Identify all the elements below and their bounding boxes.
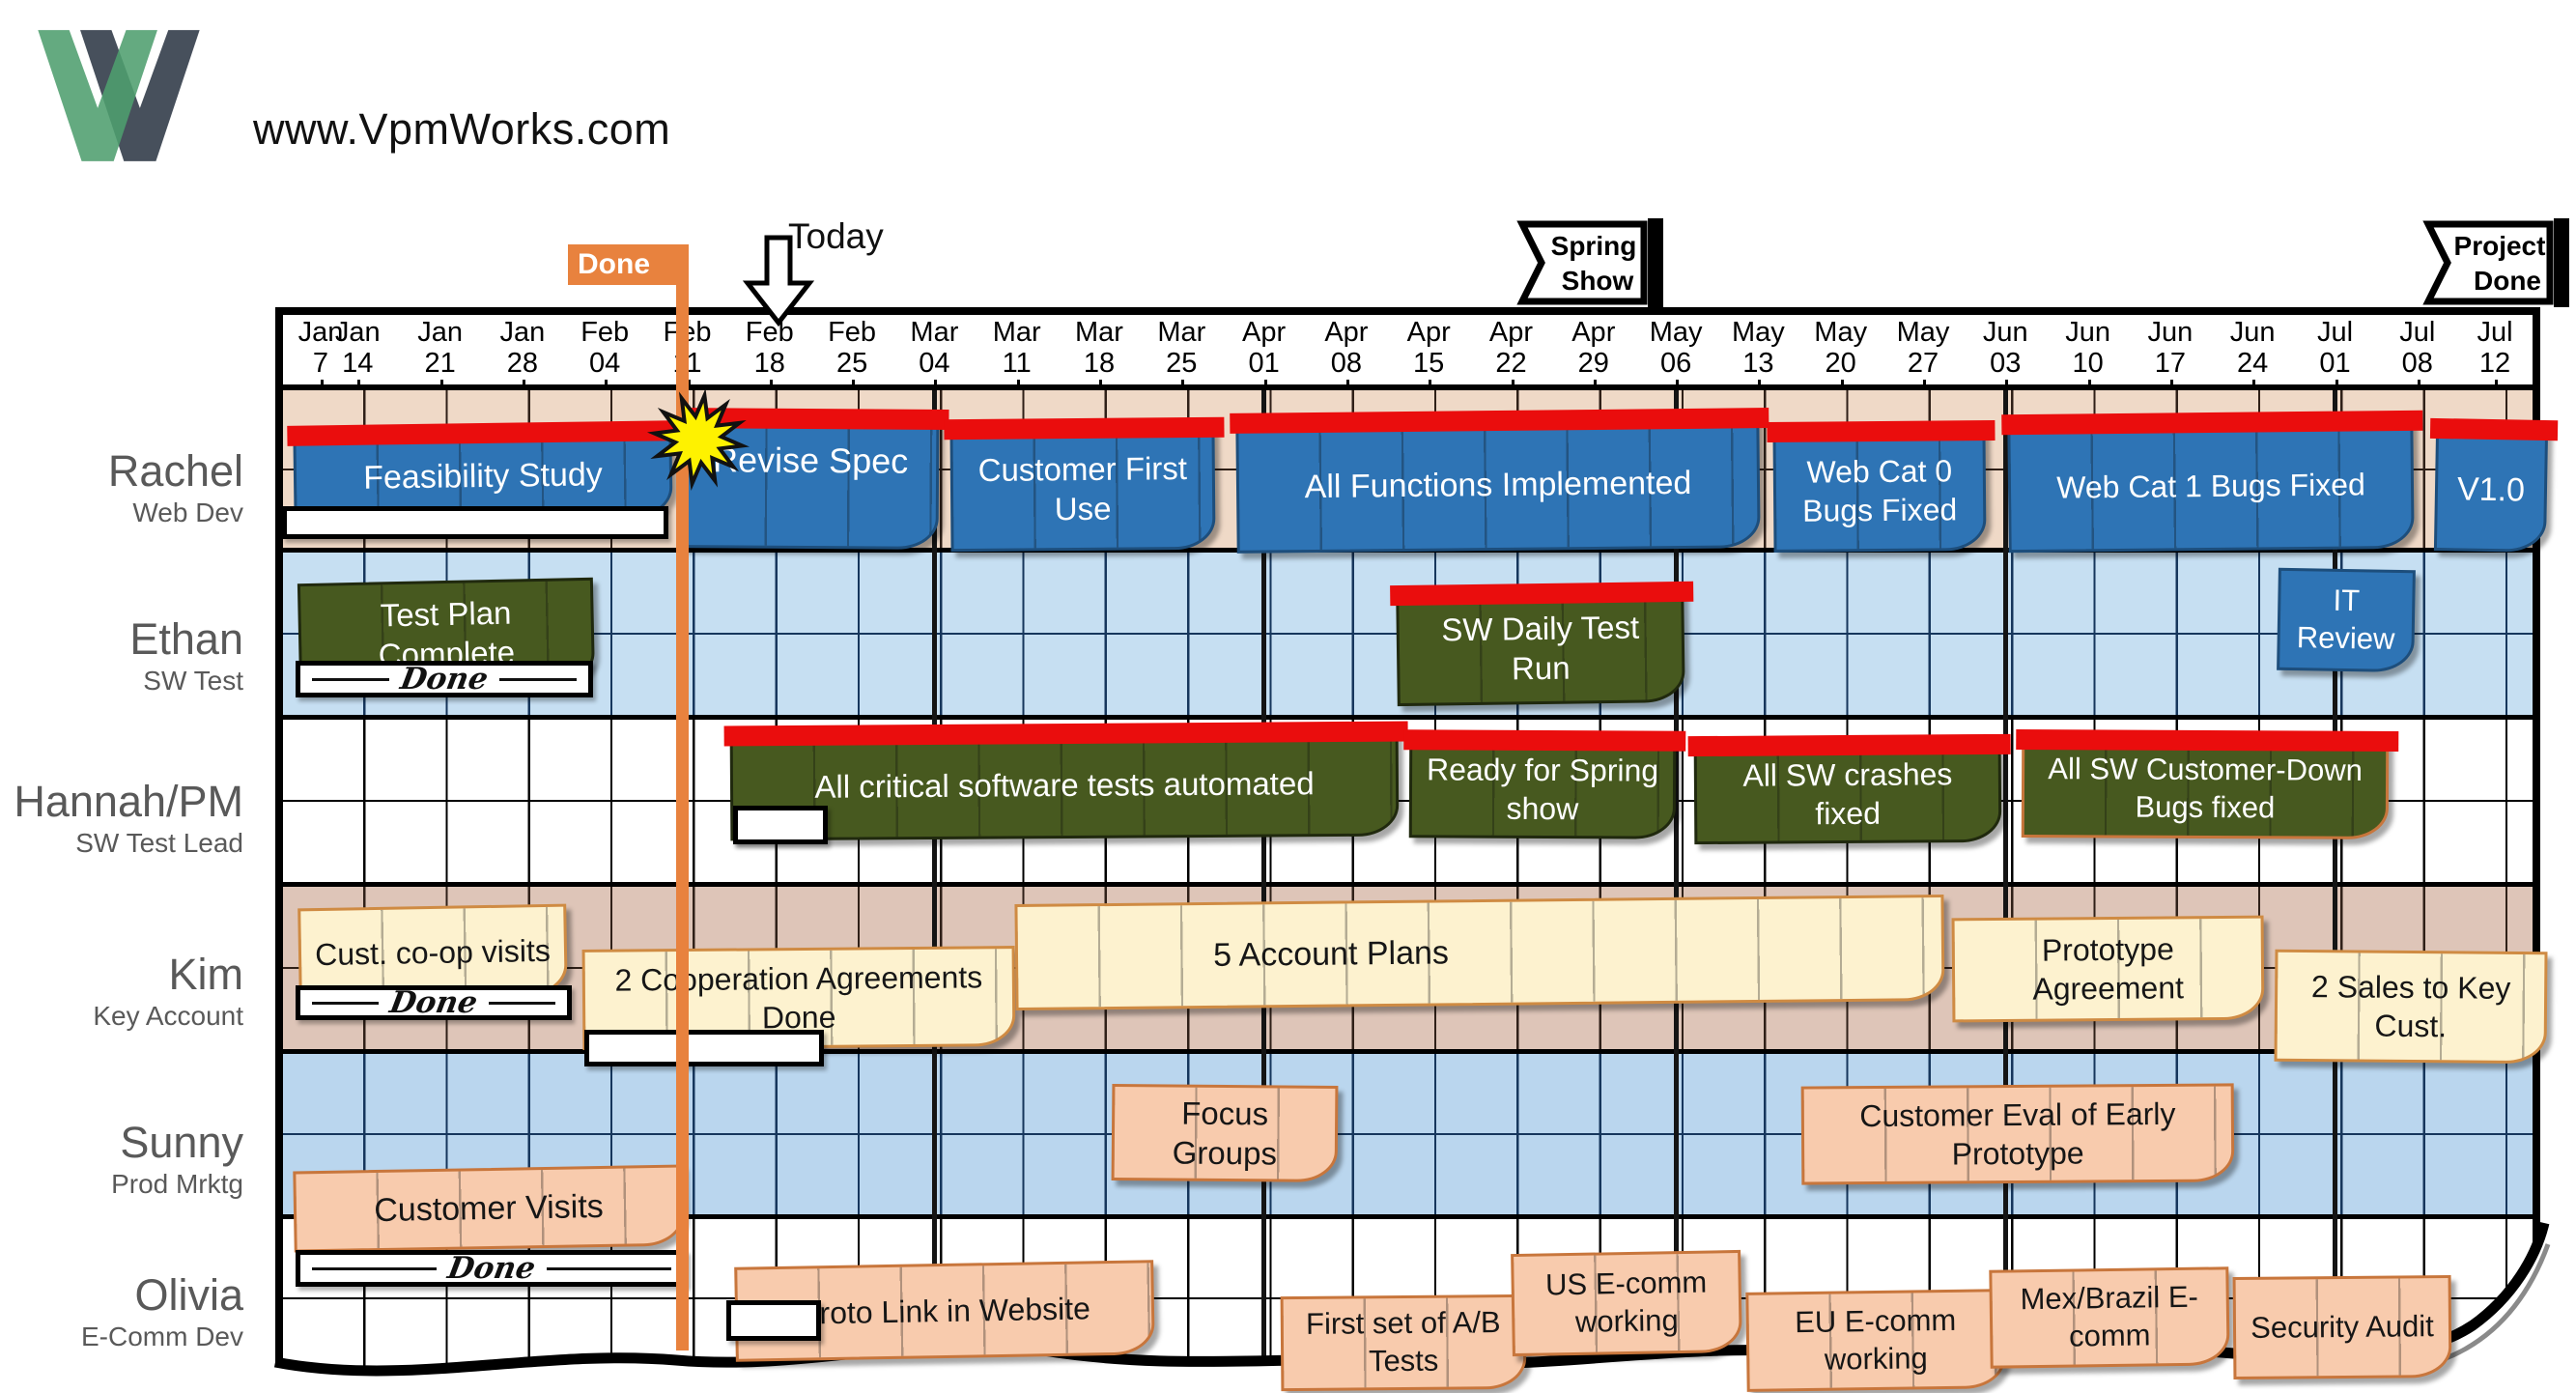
logo-green-v (38, 30, 157, 161)
month-gridline (1673, 390, 1679, 1377)
month-gridline (931, 390, 937, 1377)
progress-customer-visits[interactable]: Done (296, 1250, 688, 1287)
progress-proto-link[interactable] (726, 1300, 821, 1341)
row-name: Sunny (120, 1118, 243, 1167)
spring-show-flag-shape[interactable] (1516, 220, 1648, 305)
project-done-line2: Done (2474, 266, 2541, 296)
row-name: Ethan (129, 614, 243, 664)
row-name: Olivia (134, 1270, 243, 1320)
vpmworks-logo (38, 30, 200, 161)
row-role: E-Comm Dev (80, 1321, 243, 1351)
spring-show-line2: Show (1562, 266, 1634, 296)
timeline-header: Jan7Jan14Jan21Jan28Feb04Feb11Feb18Feb25M… (283, 315, 2536, 391)
row-role: Key Account (93, 1000, 243, 1031)
today-label: Today (788, 216, 884, 256)
site-url[interactable]: www.VpmWorks.com (253, 104, 671, 154)
row-name: Rachel (107, 446, 243, 496)
done-line[interactable] (676, 244, 689, 1350)
row-name: Kim (168, 950, 244, 999)
progress-coop-visits-done-text: Done (386, 985, 481, 1020)
month-gridline (2333, 390, 2337, 1377)
month-gridline (1261, 390, 1267, 1377)
project-done-flag-pole (2554, 218, 2569, 307)
row-role: SW Test (143, 665, 243, 696)
progress-coop-visits[interactable]: Done (296, 985, 572, 1020)
progress-feasibility[interactable] (282, 506, 668, 539)
spring-show-line1: Spring (1551, 231, 1637, 261)
progress-coop-agreements[interactable] (584, 1030, 824, 1066)
project-done-flag-shape[interactable] (2422, 220, 2554, 305)
row-role: SW Test Lead (75, 827, 243, 858)
row-role: Web Dev (132, 497, 243, 527)
spring-show-flag[interactable]: Spring Show (1516, 218, 1671, 307)
month-gridline (2002, 390, 2008, 1377)
progress-test-plan-done-text: Done (397, 662, 492, 696)
progress-customer-visits-done-text: Done (444, 1251, 539, 1286)
logo-slate-v (80, 30, 200, 161)
done-flag[interactable]: Done (568, 244, 676, 285)
row-name: Hannah/PM (14, 777, 243, 826)
progress-critical-tests[interactable] (733, 806, 828, 844)
project-done-flag[interactable]: Project Done (2422, 218, 2576, 307)
project-done-line1: Project (2454, 231, 2546, 261)
row-role: Prod Mrktg (111, 1168, 243, 1199)
spring-show-flag-pole (1648, 218, 1663, 307)
progress-test-plan[interactable]: Done (296, 661, 593, 697)
